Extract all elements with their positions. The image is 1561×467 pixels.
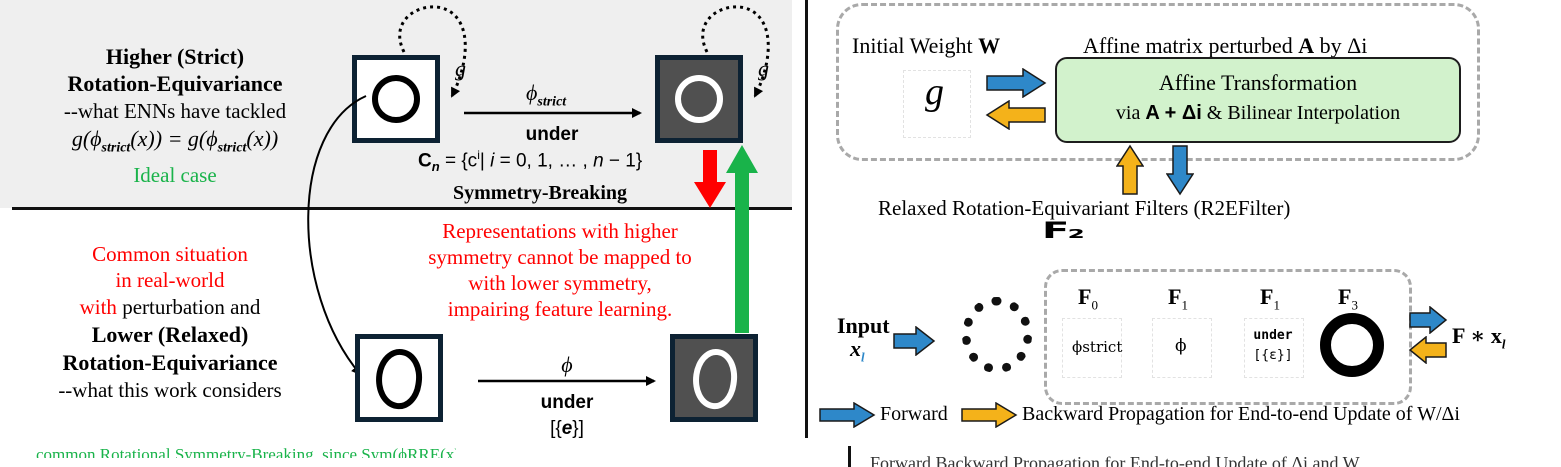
identity-group-label: [{e}] (550, 418, 584, 439)
filter-cell-0 (1062, 318, 1122, 378)
forward-arrow-output (1409, 306, 1448, 334)
cyclic-group-label: Cn = {ci| i = 0, 1, … , n − 1} (418, 148, 643, 175)
input-image-strict (352, 55, 440, 143)
red-explanation: Representations with higher symmetry can… (428, 219, 692, 321)
common-situation-line1: Common situation (92, 242, 248, 266)
group-action-loop-left (398, 5, 467, 98)
legend-backward-label: Backward Propagation for End-to-end Upda… (1022, 403, 1460, 425)
f2-glyph: F₂ (1042, 218, 1085, 244)
perturbation-curve-arrow (307, 95, 367, 376)
common-situation-line3: with perturbation and (79, 295, 261, 319)
legend-forward-label: Forward (880, 403, 948, 425)
phi-arrow (478, 376, 656, 386)
affine-transformation-box (1055, 57, 1461, 143)
affine-transformation-detail: via A + Δi & Bilinear Interpolation (1115, 102, 1401, 124)
group-g-label-left: g (455, 56, 466, 81)
filter-cell-1 (1152, 318, 1212, 378)
phi-strict-arrow (464, 108, 642, 118)
initial-weight-label: Initial Weight W (852, 33, 1001, 58)
relaxed-title-line2: Rotation-Equivariance (62, 350, 278, 375)
filter-bank-dashed-box (1044, 269, 1412, 405)
backward-arrow-up (1116, 144, 1144, 195)
output-image-relaxed (670, 334, 758, 422)
handwritten-zero-glyph-inverted (689, 346, 741, 412)
affine-module-dashed-box (836, 3, 1480, 161)
truncated-caption-right: Forward Backward Propagation for End-to-… (870, 453, 1360, 467)
affine-perturbation-label: Affine matrix perturbed A by Δi (1083, 33, 1368, 58)
filter-cell-2-line1: under (1253, 328, 1293, 343)
strict-title-line2: Rotation-Equivariance (67, 71, 283, 96)
truncated-caption-left: common Rotational Symmetry-Breaking, sin… (36, 446, 456, 458)
symmetry-breaking-red-arrow (694, 150, 726, 208)
under-label-top: under (525, 124, 579, 145)
input-image-relaxed (355, 334, 443, 422)
legend-forward-arrow (819, 402, 876, 428)
filter-label-3: F3 (1338, 284, 1358, 313)
ideal-case-label: Ideal case (133, 163, 217, 187)
backward-arrow-output (1408, 336, 1447, 364)
weight-glyph: g (925, 71, 944, 113)
strict-title-line1: Higher (Strict) (105, 44, 245, 69)
group-action-loop-right (701, 5, 770, 98)
forward-arrow-affine (986, 68, 1047, 98)
region-divider (12, 207, 792, 210)
filter-cell-2 (1244, 318, 1304, 378)
phi-strict-label: ϕstrict (526, 80, 567, 110)
common-situation-line2: in real-world (115, 268, 225, 292)
relaxed-description: --what this work considers (58, 378, 282, 402)
input-label: Input (837, 313, 890, 338)
relaxed-title-line1: Lower (Relaxed) (91, 322, 249, 347)
affine-transformation-title: Affine Transformation (1158, 70, 1358, 95)
panel-divider (805, 0, 808, 438)
r2efilter-label: Relaxed Rotation-Equivariant Filters (R2… (878, 196, 1291, 220)
phi-label: ϕ (561, 352, 573, 377)
backward-arrow-affine (985, 100, 1046, 130)
output-image-strict (655, 55, 743, 143)
filter-cell-2-line2: [{ε}] (1253, 348, 1293, 363)
forward-arrow-down (1166, 145, 1194, 196)
symmetry-breaking-label: Symmetry-Breaking (453, 182, 628, 204)
mapping-green-arrow (726, 145, 758, 333)
circle-glyph (372, 75, 420, 123)
cut-divider-stub (848, 446, 851, 467)
filter-cell-1-text: ϕ (1175, 336, 1187, 356)
filter-label-0: F0 (1078, 284, 1098, 313)
noisy-input-circle (962, 297, 1032, 373)
input-variable: xl (850, 336, 865, 365)
filter-label-2: F1 (1260, 284, 1280, 313)
group-g-label-right: g (758, 56, 769, 81)
forward-arrow-input (893, 326, 936, 356)
handwritten-zero-glyph (372, 346, 426, 412)
filter-cell-0-text: ϕstrict (1072, 338, 1123, 356)
under-label-bottom: under (540, 392, 594, 413)
filter-label-1: F1 (1168, 284, 1188, 313)
circle-glyph-inverted (675, 75, 723, 123)
equivariance-equation: g(ϕstrict(x)) = g(ϕstrict(x)) (71, 126, 279, 156)
strict-description: --what ENNs have tackled (63, 99, 287, 123)
weight-grid (903, 70, 971, 138)
legend-backward-arrow (961, 402, 1018, 428)
filter-cell-3-ring (1320, 313, 1384, 377)
output-expression: F ∗ xl (1452, 323, 1506, 352)
